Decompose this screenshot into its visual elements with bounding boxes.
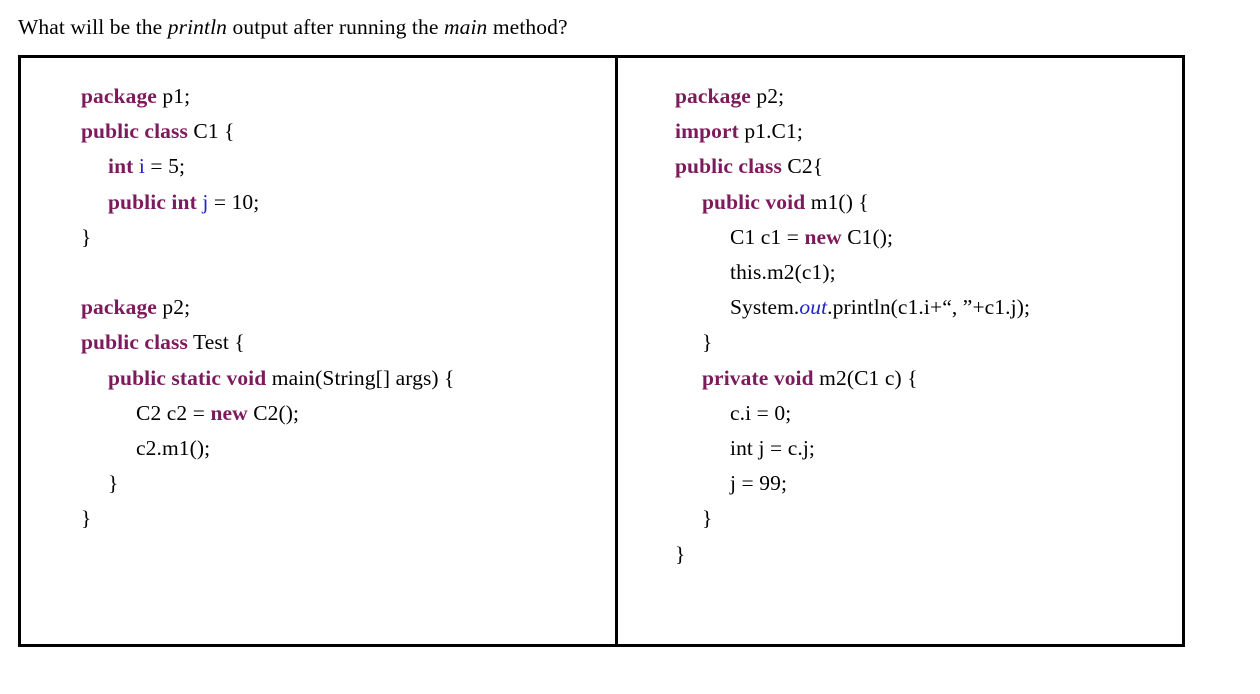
code-text: int j = c.j; (730, 436, 815, 461)
code-text: C2 c2 = (136, 400, 211, 425)
code-text: p1.C1; (738, 119, 803, 144)
code-line: j = 99; (675, 466, 1182, 501)
code-line: } (675, 325, 1182, 360)
code-text: C2(); (247, 400, 300, 425)
code-text: .println(c1.i+“, ”+c1.j); (827, 295, 1031, 320)
code-line: this.m2(c1); (675, 255, 1182, 290)
code-identifier: i (138, 154, 145, 179)
code-keyword: package (81, 84, 157, 108)
code-line: } (81, 501, 615, 536)
code-line: import p1.C1; (675, 114, 1182, 149)
code-keyword: private void (702, 365, 814, 390)
code-text: p2; (156, 295, 191, 320)
code-comparison-frame: package p1;public class C1 {int i = 5;pu… (18, 55, 1185, 647)
code-text: Test { (187, 330, 245, 355)
code-keyword: import (675, 119, 739, 144)
code-text: C1 c1 = (730, 224, 805, 249)
code-text: m1() { (805, 189, 869, 214)
code-keyword: package (675, 84, 751, 108)
code-text: = 5; (144, 154, 186, 179)
code-line: public void m1() { (675, 185, 1182, 220)
question-text-part3: method? (487, 15, 568, 39)
question-text-part2: output after running the (227, 15, 444, 39)
code-line: c2.m1(); (81, 431, 615, 466)
code-text: p2; (750, 84, 785, 108)
code-text: } (702, 506, 713, 531)
code-line: public int j = 10; (81, 185, 615, 220)
code-line: package p2; (675, 79, 1182, 114)
code-keyword: package (81, 295, 157, 320)
code-text: main(String[] args) { (266, 365, 455, 390)
code-line: C2 c2 = new C2(); (81, 396, 615, 431)
question-emphasis-println: println (167, 15, 228, 39)
code-line: public class C1 { (81, 114, 615, 149)
code-line: package p1; (81, 79, 615, 114)
code-line: int i = 5; (81, 149, 615, 184)
code-keyword: int (108, 154, 134, 179)
code-text: m2(C1 c) { (813, 365, 918, 390)
code-keyword: new (210, 400, 248, 425)
code-line: c.i = 0; (675, 396, 1182, 431)
code-text: } (81, 224, 92, 249)
code-text: C2{ (781, 154, 824, 179)
code-keyword: public int (108, 189, 197, 214)
code-line: } (81, 466, 615, 501)
code-panel-left: package p1;public class C1 {int i = 5;pu… (21, 58, 618, 644)
code-keyword: public void (702, 189, 806, 214)
code-blank-line (81, 255, 615, 290)
code-keyword: public static void (108, 365, 267, 390)
code-line: } (675, 537, 1182, 572)
code-text: C1 { (187, 119, 235, 144)
code-line: public static void main(String[] args) { (81, 361, 615, 396)
code-keyword: new (804, 224, 842, 249)
code-text: c2.m1(); (136, 436, 211, 461)
code-line: C1 c1 = new C1(); (675, 220, 1182, 255)
question-text-part1: What will be the (18, 15, 168, 39)
code-text: p1; (156, 84, 191, 108)
code-field-out: out (799, 295, 828, 320)
code-panel-right: package p2;import p1.C1;public class C2{… (618, 58, 1182, 644)
question-prompt: What will be the println output after ru… (18, 14, 568, 40)
code-line: public class C2{ (675, 149, 1182, 184)
code-line: public class Test { (81, 325, 615, 360)
code-text: this.m2(c1); (730, 260, 836, 285)
code-line: System.out.println(c1.i+“, ”+c1.j); (675, 290, 1182, 325)
code-text: } (675, 541, 686, 566)
code-identifier: j (202, 189, 209, 214)
code-text: } (81, 506, 92, 531)
code-text: c.i = 0; (730, 400, 792, 425)
code-line: } (675, 501, 1182, 536)
code-text: } (108, 471, 119, 496)
code-text: System. (730, 295, 800, 320)
code-text: = 10; (208, 189, 260, 214)
code-line: int j = c.j; (675, 431, 1182, 466)
code-text: j = 99; (730, 471, 788, 496)
code-keyword: public class (81, 330, 188, 355)
code-keyword: public class (81, 119, 188, 144)
code-line: } (81, 220, 615, 255)
code-text: C1(); (841, 224, 894, 249)
code-text: } (702, 330, 713, 355)
code-line: package p2; (81, 290, 615, 325)
question-emphasis-main: main (443, 15, 488, 39)
code-keyword: public class (675, 154, 782, 179)
code-line: private void m2(C1 c) { (675, 361, 1182, 396)
